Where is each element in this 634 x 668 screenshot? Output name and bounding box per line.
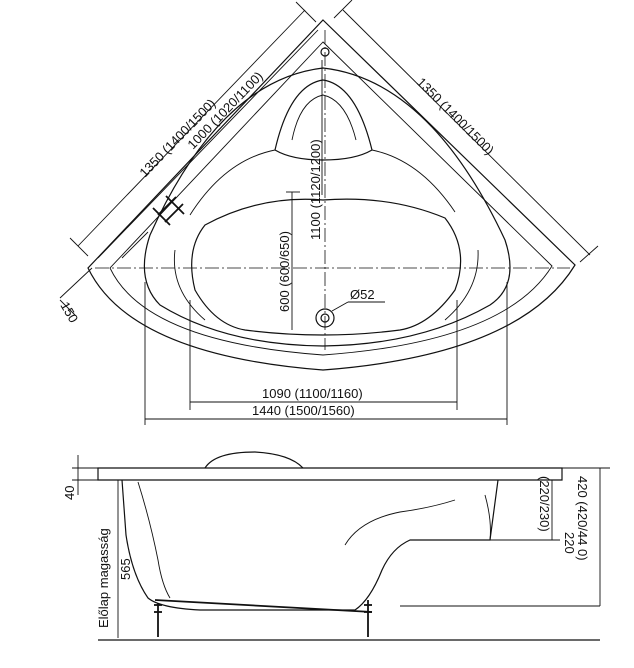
headrest: [274, 79, 373, 161]
label-height: 420 (420/44 0): [575, 476, 590, 561]
dim-line-side-right: [342, 9, 591, 256]
label-depth-inner: 600 (600/650): [277, 231, 292, 312]
seat-profile: [344, 499, 456, 546]
dim-line-inner-left: [97, 29, 319, 259]
label-width-inner: 1090 (1100/1160): [262, 386, 363, 401]
right-seat-curve: [444, 249, 479, 321]
label-side-right: 1350 (1400/1500): [414, 75, 497, 158]
label-depth-total: 1100 (1120/1200): [308, 139, 323, 240]
left-seat-curve: [173, 249, 206, 321]
label-rim: 40: [62, 486, 77, 500]
skirt-outline: [121, 479, 499, 611]
label-offset: 150: [57, 299, 81, 325]
dim-line-side-left: [77, 9, 306, 247]
top-view: 1350 (1400/1500) 1000 (1020/1100) 1350 (…: [57, 0, 599, 425]
seat-profile-2: [484, 494, 491, 541]
left-armrest: [189, 149, 276, 216]
label-width-total: 1440 (1500/1560): [252, 403, 355, 418]
basin-profile: [137, 481, 171, 599]
label-seat: 220: [562, 532, 577, 554]
faucet-icon: [152, 195, 185, 226]
label-front-panel: Előlap magasság: [96, 528, 111, 628]
label-front-panel-dim: 565: [118, 558, 133, 580]
rim-lip: [109, 41, 553, 356]
tub-edge: [143, 67, 511, 347]
label-seat-alt: (220/230): [537, 476, 552, 532]
dim-line-offset: [59, 267, 93, 299]
label-drain: Ø52: [350, 287, 375, 302]
outer-rim: [87, 19, 576, 371]
rim-profile: [97, 467, 563, 481]
headrest-profile: [204, 451, 304, 469]
headrest-inner: [291, 94, 357, 141]
support-feet: [154, 599, 373, 637]
right-armrest: [371, 149, 456, 213]
side-view: 40 Előlap magasság 565 220 (220/230) 420…: [62, 451, 610, 641]
basin-outline: [191, 198, 462, 336]
